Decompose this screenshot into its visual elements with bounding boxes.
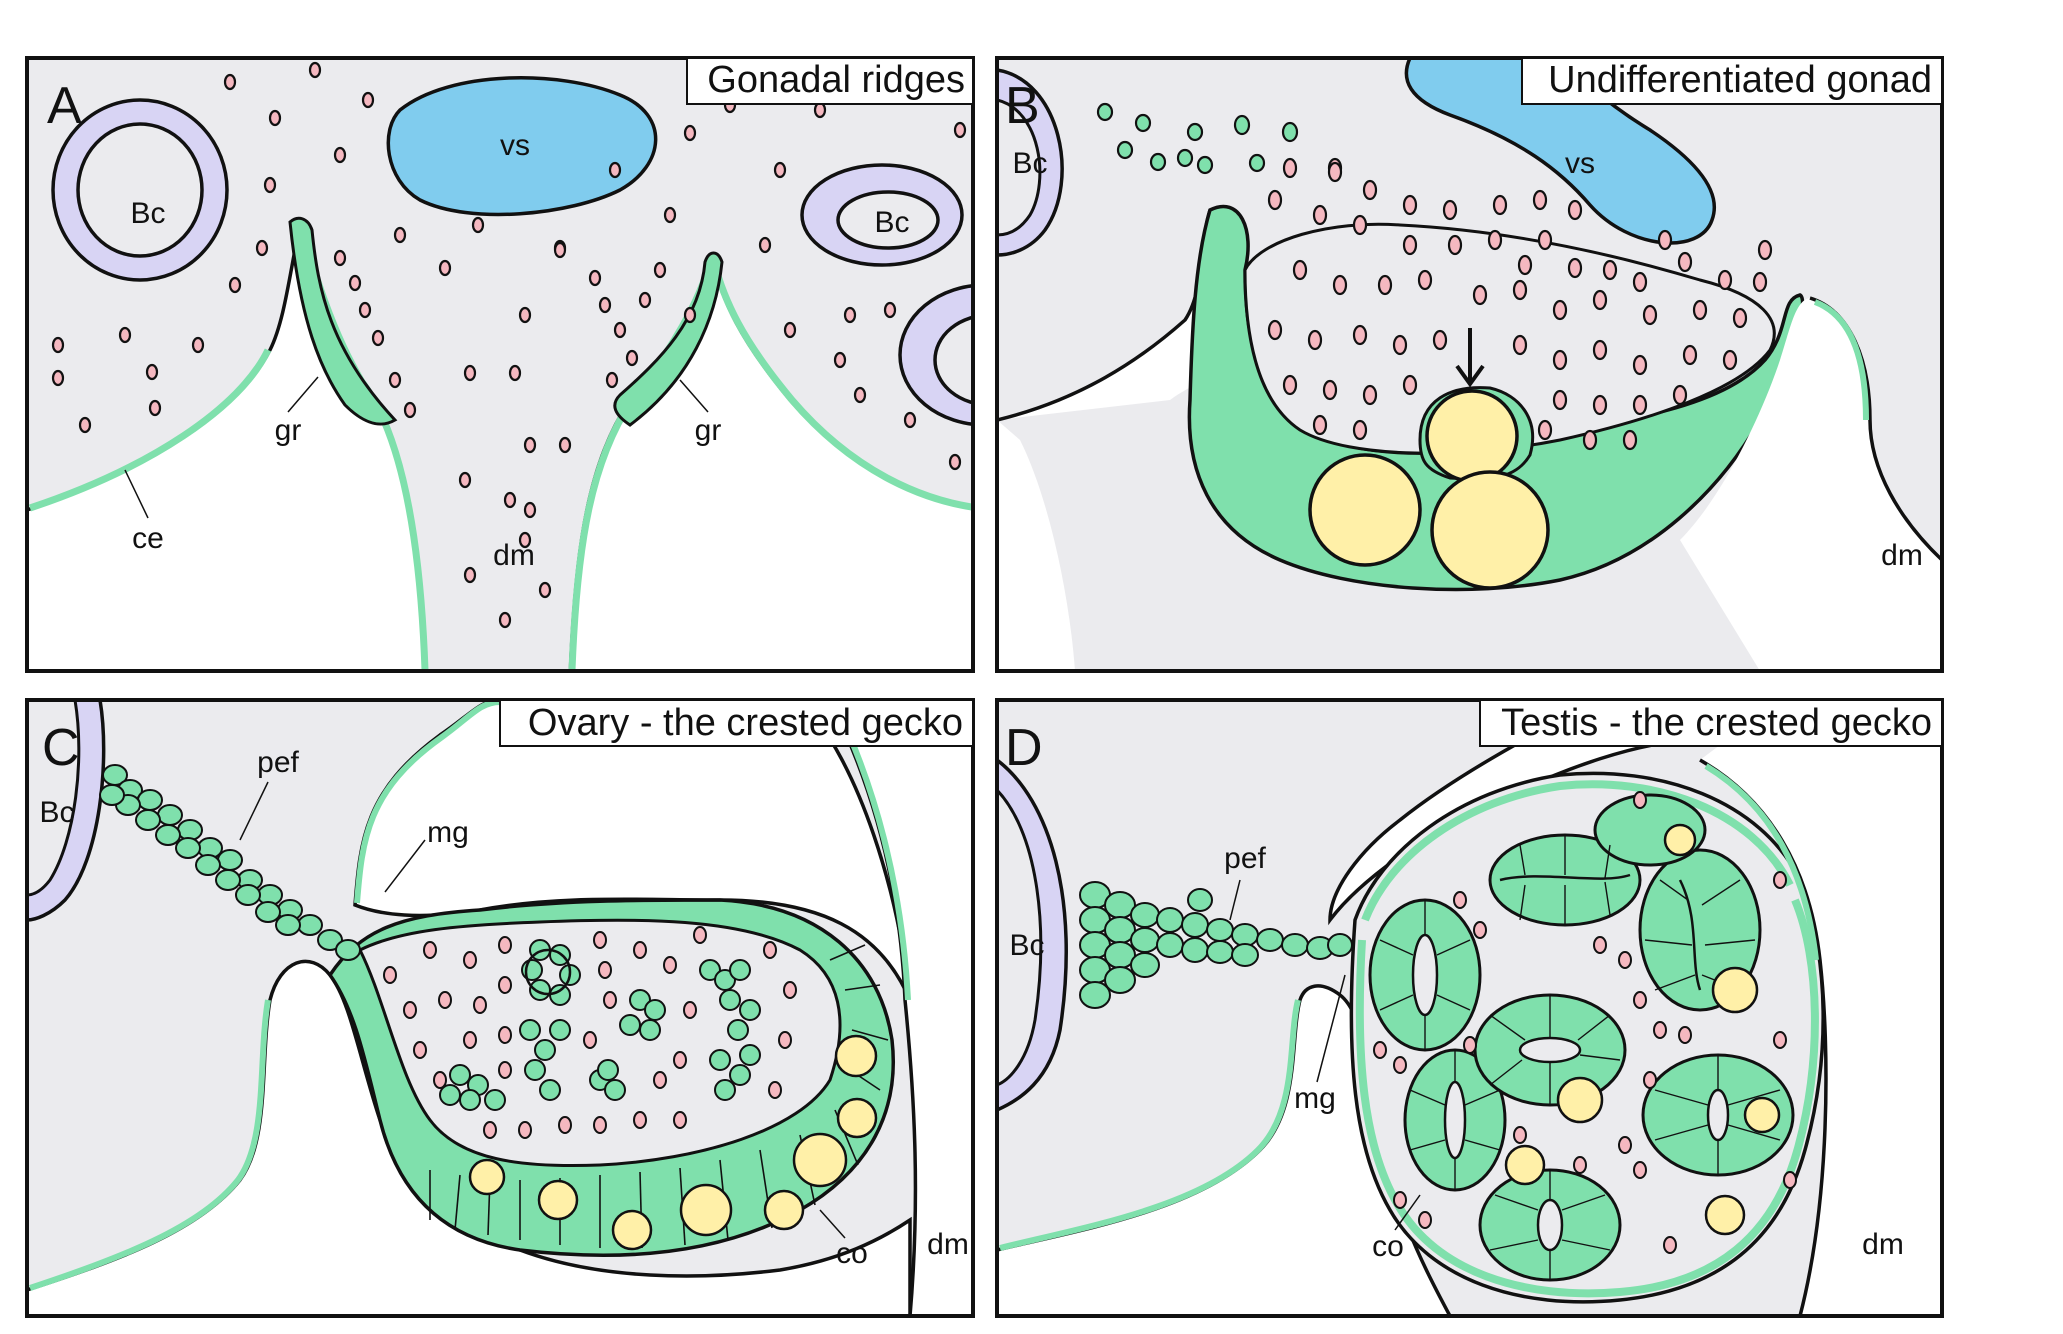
gonadal-ridge-right — [613, 251, 724, 427]
panel-b: Undifferentiated gonad B Bc vs dm — [995, 56, 1944, 673]
label-vs-b: vs — [1565, 147, 1595, 180]
label-mg-d: mg — [1294, 1082, 1336, 1115]
panel-d-border — [995, 698, 1944, 1318]
label-pef-d: pef — [1224, 842, 1266, 875]
panel-a-title: Gonadal ridges — [707, 59, 965, 101]
label-bc-c: Bc — [39, 796, 74, 829]
panel-d: Testis - the crested gecko D Bc pef mg c… — [995, 698, 1944, 1318]
blood-vessel-a — [386, 76, 658, 217]
label-pef-c: pef — [257, 746, 299, 779]
label-bc-left: Bc — [130, 197, 165, 230]
panel-b-letter: B — [1005, 77, 1040, 135]
label-dm-b: dm — [1881, 539, 1923, 572]
panel-a: Gonadal ridges A Bc Bc vs gr gr ce dm — [25, 56, 975, 673]
label-gr-right: gr — [695, 414, 722, 447]
label-dm-c: dm — [927, 1228, 969, 1261]
label-mg-c: mg — [427, 816, 469, 849]
label-gr-left: gr — [275, 414, 302, 447]
label-vs-a: vs — [500, 129, 530, 162]
panel-c-title: Ovary - the crested gecko — [528, 702, 963, 744]
label-dm-d: dm — [1862, 1228, 1904, 1261]
germ-cells-d — [1504, 823, 1781, 1236]
panel-a-border — [25, 56, 975, 673]
label-ce: ce — [132, 522, 164, 555]
gonadal-ridge-left — [288, 216, 398, 426]
oocytes-c — [468, 1034, 878, 1251]
label-dm-a: dm — [493, 539, 535, 572]
label-co-c: co — [836, 1237, 868, 1270]
arrow-down-icon — [1455, 328, 1485, 388]
panel-d-title: Testis - the crested gecko — [1501, 702, 1932, 744]
label-bc-d: Bc — [1009, 929, 1044, 962]
panel-c-letter: C — [42, 719, 80, 777]
panel-a-letter: A — [47, 77, 82, 135]
panel-c: Ovary - the crested gecko C Bc pef mg co… — [25, 698, 975, 1318]
panel-b-border — [995, 56, 1944, 673]
panel-d-letter: D — [1005, 719, 1043, 777]
germ-cells-b — [1308, 386, 1550, 590]
label-bc-b: Bc — [1012, 147, 1047, 180]
label-co-d: co — [1372, 1230, 1404, 1263]
label-bc-right: Bc — [874, 206, 909, 239]
panel-b-title: Undifferentiated gonad — [1548, 59, 1932, 101]
